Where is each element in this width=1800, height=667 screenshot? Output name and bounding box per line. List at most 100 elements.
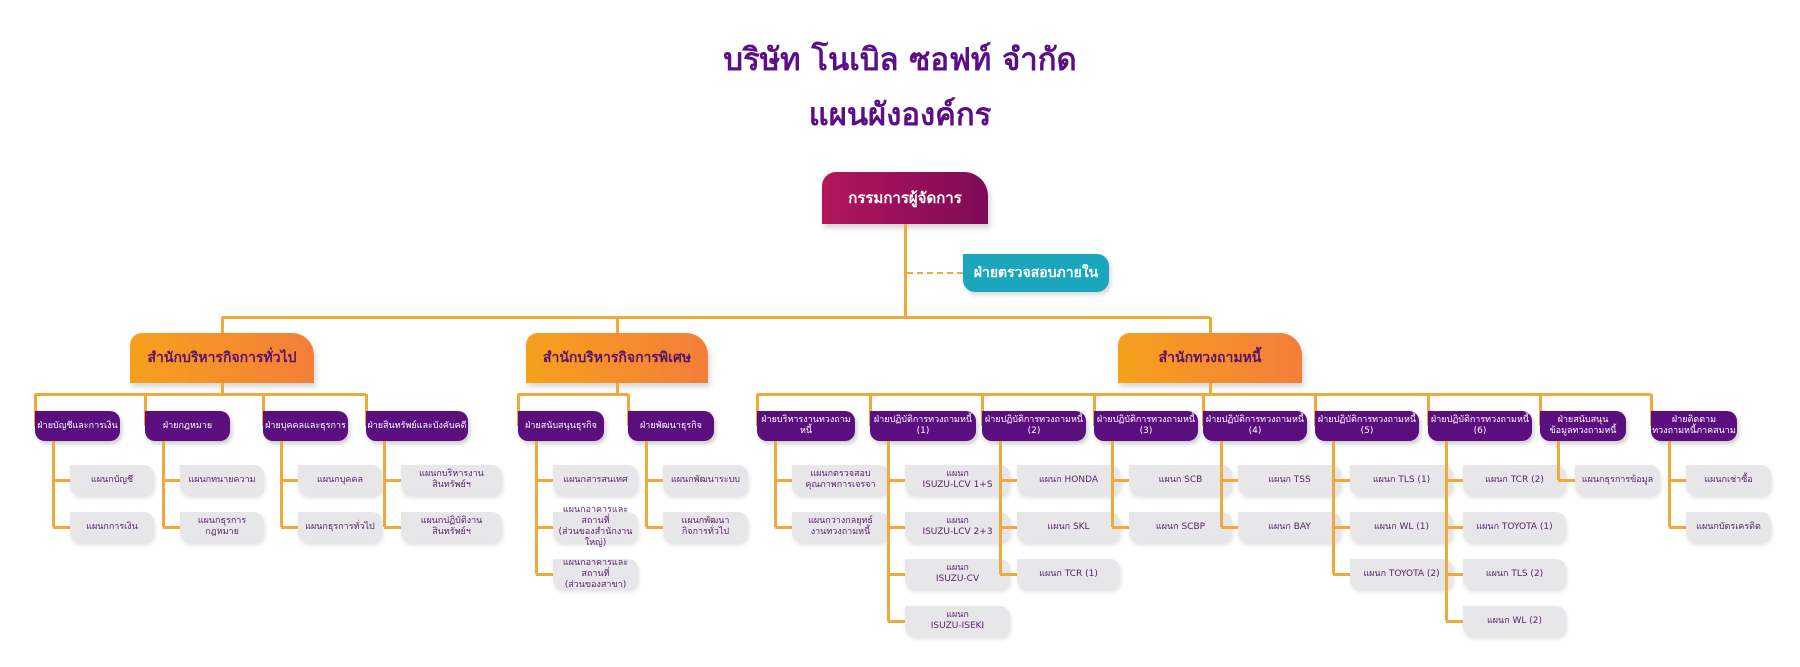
division-box[interactable]: ฝ่ายบริหารงานทวงถามหนี้	[757, 411, 855, 441]
department-branch-line	[775, 526, 792, 529]
department-box-label: แผนกบัญชี	[90, 474, 134, 485]
division-box-label: ฝ่ายปฏิบัติการทวงถามหนี้ (2)	[984, 415, 1084, 436]
department-box[interactable]: แผนก TCR (1)	[1017, 559, 1120, 589]
department-box[interactable]: แผนกปฏิบัติงาน สินทรัพย์ฯ	[401, 512, 502, 542]
department-box[interactable]: แผนก TLS (1)	[1350, 465, 1453, 495]
division-box-label: ฝ่ายสนับสนุนธุรกิจ	[525, 420, 597, 431]
department-box[interactable]: แผนก WL (2)	[1463, 606, 1566, 636]
department-stem-line	[1557, 441, 1560, 480]
department-stem-line	[52, 441, 55, 527]
division-box[interactable]: ฝ่ายบุคคลและธุรการ	[263, 411, 348, 441]
division-box[interactable]: ฝ่ายสินทรัพย์และบังคับคดี	[366, 411, 468, 441]
division-box[interactable]: ฝ่ายปฏิบัติการทวงถามหนี้ (2)	[982, 411, 1086, 441]
department-box[interactable]: แผนกทนายความ	[180, 465, 264, 495]
department-box[interactable]: แผนกบัญชี	[70, 465, 154, 495]
division-box[interactable]: ฝ่ายปฏิบัติการทวงถามหนี้ (1)	[870, 411, 976, 441]
division-box-label: ฝ่ายบุคคลและธุรการ	[265, 420, 346, 431]
division-drop-line	[1314, 394, 1317, 426]
department-box[interactable]: แผนก TCR (2)	[1463, 465, 1566, 495]
division-drop-line	[1202, 394, 1205, 426]
division-box[interactable]: ฝ่ายสนับสนุนธุรกิจ	[518, 411, 604, 441]
division-box-label: ฝ่ายสินทรัพย์และบังคับคดี	[367, 420, 467, 431]
department-box-label: แผนกพัฒนา กิจการทั่วไป	[681, 516, 730, 537]
department-box[interactable]: แผนก ISUZU-CV	[905, 559, 1010, 589]
department-box-label: แผนกธุรการข้อมูล	[1581, 474, 1654, 485]
department-box[interactable]: แผนก TOYOTA (2)	[1350, 559, 1453, 589]
department-box[interactable]: แผนก ISUZU-LCV 1+S	[905, 465, 1010, 495]
department-branch-line	[1000, 526, 1017, 529]
department-stem-line	[774, 441, 777, 527]
department-box-label: แผนก TOYOTA (1)	[1476, 521, 1553, 532]
department-box[interactable]: แผนกบัตรเครดิต	[1686, 512, 1771, 542]
department-box[interactable]: แผนกวางกลยุทธ์ งานทวงถามหนี้	[792, 512, 889, 542]
department-branch-line	[1000, 573, 1017, 576]
department-branch-line	[888, 526, 905, 529]
office-box-2[interactable]: สำนักบริหารกิจการพิเศษ	[526, 333, 708, 383]
managing-director-box[interactable]: กรรมการผู้จัดการ	[822, 172, 988, 224]
division-box[interactable]: ฝ่ายสนับสนุน ข้อมูลทวงถามหนี้	[1540, 411, 1626, 441]
department-box[interactable]: แผนก ISUZU-LCV 2+3	[905, 512, 1010, 542]
division-trunk-line	[616, 383, 619, 394]
office-box-1[interactable]: สำนักบริหารกิจการทั่วไป	[130, 333, 314, 383]
division-box-label: ฝ่ายปฏิบัติการทวงถามหนี้ (4)	[1205, 415, 1305, 436]
department-box[interactable]: แผนกพัฒนา กิจการทั่วไป	[663, 512, 748, 542]
department-box[interactable]: แผนกตรวจสอบ คุณภาพการเจรจา	[792, 465, 889, 495]
department-box[interactable]: แผนก TSS	[1238, 465, 1341, 495]
department-stem-line	[1668, 441, 1671, 527]
department-box[interactable]: แผนกธุรการทั่วไป	[298, 512, 382, 542]
department-box[interactable]: แผนก SCBP	[1129, 512, 1232, 542]
division-drop-line	[262, 394, 265, 426]
department-branch-line	[384, 479, 401, 482]
department-stem-line	[1220, 441, 1223, 527]
office-box-3[interactable]: สำนักทวงถามหนี้	[1118, 333, 1302, 383]
division-box[interactable]: ฝ่ายปฏิบัติการทวงถามหนี้ (5)	[1315, 411, 1419, 441]
division-drop-line	[1427, 394, 1430, 426]
department-box[interactable]: แผนกอาคารและสถานที่ (ส่วนของสาขา)	[553, 558, 638, 590]
department-box-label: แผนก WL (1)	[1373, 521, 1430, 532]
department-box-label: แผนก ISUZU-CV	[935, 563, 980, 584]
department-box[interactable]: แผนกสารสนเทศ	[553, 465, 638, 495]
department-box[interactable]: แผนก ISUZU-ISEKI	[905, 606, 1010, 636]
department-box[interactable]: แผนกเช่าซื้อ	[1686, 465, 1771, 495]
division-box[interactable]: ฝ่ายบัญชีและการเงิน	[35, 411, 120, 441]
trunk-line	[904, 224, 907, 317]
department-stem-line	[535, 441, 538, 574]
department-box[interactable]: แผนกธุรการข้อมูล	[1575, 465, 1660, 495]
department-box[interactable]: แผนก SKL	[1017, 512, 1120, 542]
division-box[interactable]: ฝ่ายกฎหมาย	[145, 411, 230, 441]
office-drop-line	[616, 317, 619, 333]
department-box[interactable]: แผนกอาคารและสถานที่ (ส่วนของสำนักงานใหญ่…	[553, 505, 638, 548]
department-box-label: แผนก SCBP	[1155, 521, 1206, 532]
department-box[interactable]: แผนกพัฒนาระบบ	[663, 465, 748, 495]
division-box[interactable]: ฝ่ายปฏิบัติการทวงถามหนี้ (6)	[1428, 411, 1532, 441]
department-box[interactable]: แผนกธุรการ กฎหมาย	[180, 512, 264, 542]
department-box[interactable]: แผนกการเงิน	[70, 512, 154, 542]
department-box[interactable]: แผนกบุคคล	[298, 465, 382, 495]
department-box[interactable]: แผนก SCB	[1129, 465, 1232, 495]
department-box[interactable]: แผนกบริหารงาน สินทรัพย์ฯ	[401, 465, 502, 495]
department-box[interactable]: แผนก BAY	[1238, 512, 1341, 542]
division-box[interactable]: ฝ่ายติดตาม ทวงถามหนี้ภาคสนาม	[1651, 411, 1737, 441]
department-box[interactable]: แผนก HONDA	[1017, 465, 1120, 495]
division-drop-line	[365, 394, 368, 426]
division-drop-line	[34, 394, 37, 426]
department-box-label: แผนก TLS (1)	[1372, 474, 1431, 485]
department-box-label: แผนก TSS	[1268, 474, 1311, 485]
department-box-label: แผนก TOYOTA (2)	[1363, 568, 1440, 579]
department-box-label: แผนกบริหารงาน สินทรัพย์ฯ	[419, 469, 484, 490]
division-box[interactable]: ฝ่ายพัฒนาธุรกิจ	[628, 411, 714, 441]
department-box-label: แผนกสารสนเทศ	[563, 474, 628, 485]
internal-audit-box-label: ฝ่ายตรวจสอบภายใน	[973, 265, 1099, 281]
division-box[interactable]: ฝ่ายปฏิบัติการทวงถามหนี้ (4)	[1203, 411, 1307, 441]
internal-audit-box[interactable]: ฝ่ายตรวจสอบภายใน	[963, 254, 1109, 292]
department-box[interactable]: แผนก TLS (2)	[1463, 559, 1566, 589]
managing-director-box-label: กรรมการผู้จัดการ	[848, 189, 962, 207]
division-box-label: ฝ่ายสนับสนุน ข้อมูลทวงถามหนี้	[1549, 415, 1617, 436]
department-stem-line	[999, 441, 1002, 574]
division-box[interactable]: ฝ่ายปฏิบัติการทวงถามหนี้ (3)	[1094, 411, 1198, 441]
division-drop-line	[981, 394, 984, 426]
department-box[interactable]: แผนก TOYOTA (1)	[1463, 512, 1566, 542]
department-box-label: แผนก WL (2)	[1486, 615, 1543, 626]
department-box[interactable]: แผนก WL (1)	[1350, 512, 1453, 542]
